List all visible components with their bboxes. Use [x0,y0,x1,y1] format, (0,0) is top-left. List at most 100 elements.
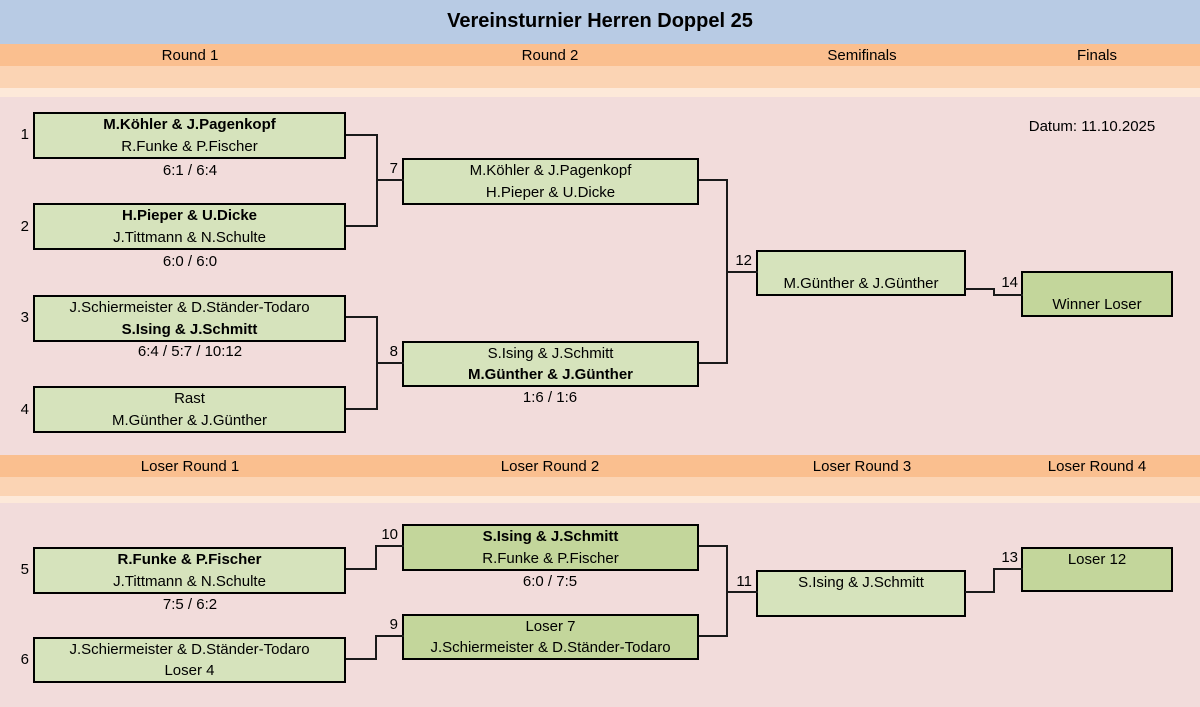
connector-line [375,545,404,547]
round-header-band [0,44,1200,66]
connector-line [376,362,404,364]
connector-line [375,635,377,660]
team-name: Loser 7 [525,618,576,635]
title-band [0,0,1200,44]
connector-line [346,134,378,136]
connector-line [699,635,728,637]
match-box-7: M.Köhler & J.Pagenkopf H.Pieper & U.Dick… [402,158,699,205]
team-name: J.Schiermeister & D.Ständer-Todaro [69,299,310,317]
match-number: 4 [20,401,29,418]
connector-line [699,179,728,181]
connector-line [699,545,728,547]
team-name: S.Ising & J.Schmitt [121,320,258,338]
date-label: Datum: 11.10.2025 [1028,118,1156,135]
subheader-band [0,66,1200,88]
team-name: R.Funke & P.Fischer [482,549,619,567]
match-number: 9 [389,616,398,633]
team-name: M.Günther & J.Günther [783,275,939,292]
match-number: 7 [389,160,398,177]
team-name: J.Schiermeister & D.Ständer-Todaro [69,641,310,658]
team-name: M.Günther & J.Günther [111,411,268,429]
match-box-10: S.Ising & J.Schmitt R.Funke & P.Fischer [402,524,699,571]
match-number: 10 [381,526,398,543]
connector-line [376,179,404,181]
connector-line [375,635,404,637]
team-name: M.Günther & J.Günther [468,366,633,383]
connector-line [965,288,995,290]
match-score: 1:6 / 1:6 [522,389,578,406]
match-number: 11 [736,573,752,590]
column-header-loser3: Loser Round 3 [812,458,912,475]
loser-header-band [0,455,1200,477]
connector-line [346,316,378,318]
connector-line [993,568,1023,570]
column-header-round2: Round 2 [521,47,579,64]
match-score: 6:1 / 6:4 [162,162,218,179]
team-name: Loser 12 [1067,550,1127,568]
match-number: 1 [20,126,29,143]
match-box-2: H.Pieper & U.Dicke J.Tittmann & N.Schult… [33,203,346,250]
team-name: M.Köhler & J.Pagenkopf [103,116,276,134]
team-name: J.Tittmann & N.Schulte [113,572,266,590]
match-box-4: Rast M.Günther & J.Günther [33,386,346,433]
match-number: 6 [20,651,29,668]
match-score: 6:4 / 5:7 / 10:12 [137,343,243,360]
match-box-6: J.Schiermeister & D.Ständer-Todaro Loser… [33,637,346,683]
team-name: M.Köhler & J.Pagenkopf [469,162,632,180]
team-name: S.Ising & J.Schmitt [798,574,924,592]
team-name [1023,273,1171,294]
match-score: 7:5 / 6:2 [162,596,218,613]
match-box-1: M.Köhler & J.Pagenkopf R.Funke & P.Fisch… [33,112,346,159]
team-name [1023,570,1171,591]
team-name: H.Pieper & U.Dicke [485,183,616,201]
connector-line [993,288,995,296]
connector-line [346,658,377,660]
match-box-14: Winner Loser [1021,271,1173,317]
connector-line [375,545,377,570]
page-title: Vereinsturnier Herren Doppel 25 [447,10,753,32]
match-box-9: Loser 7 J.Schiermeister & D.Ständer-Toda… [402,614,699,660]
team-name: R.Funke & P.Fischer [121,137,258,155]
connector-line [726,591,758,593]
team-name: H.Pieper & U.Dicke [121,207,258,225]
team-name: Loser 4 [164,662,215,679]
team-name [758,252,964,273]
match-number: 8 [389,343,398,360]
pale-band [0,88,1200,97]
match-number: 12 [735,252,752,269]
team-name: Winner Loser [1052,296,1142,313]
column-header-round1: Round 1 [161,47,219,64]
column-header-semifinals: Semifinals [827,47,897,64]
match-number: 14 [1001,274,1018,291]
match-score: 6:0 / 7:5 [522,573,578,590]
match-box-12: M.Günther & J.Günther [756,250,966,296]
team-name [758,594,964,616]
team-name: Rast [174,390,205,408]
team-name: S.Ising & J.Schmitt [487,345,614,362]
connector-line [346,408,378,410]
column-header-loser2: Loser Round 2 [500,458,600,475]
team-name: J.Schiermeister & D.Ständer-Todaro [430,639,671,656]
match-box-3: J.Schiermeister & D.Ständer-Todaro S.Isi… [33,295,346,342]
column-header-finals: Finals [1076,47,1117,64]
team-name: J.Tittmann & N.Schulte [113,228,266,246]
connector-line [346,568,377,570]
loser-pale-band [0,496,1200,503]
match-number: 3 [20,309,29,326]
match-number: 13 [1001,549,1018,566]
connector-line [965,591,995,593]
match-box-13: Loser 12 [1021,547,1173,592]
connector-line [699,362,728,364]
connector-line [993,294,1023,296]
match-score: 6:0 / 6:0 [162,253,218,270]
team-name: R.Funke & P.Fischer [117,551,262,569]
match-box-5: R.Funke & P.Fischer J.Tittmann & N.Schul… [33,547,346,594]
match-number: 2 [20,218,29,235]
column-header-loser4: Loser Round 4 [1047,458,1147,475]
column-header-loser1: Loser Round 1 [140,458,240,475]
connector-line [346,225,378,227]
match-box-8: S.Ising & J.Schmitt M.Günther & J.Günthe… [402,341,699,387]
match-box-11: S.Ising & J.Schmitt [756,570,966,617]
connector-line [993,568,995,593]
